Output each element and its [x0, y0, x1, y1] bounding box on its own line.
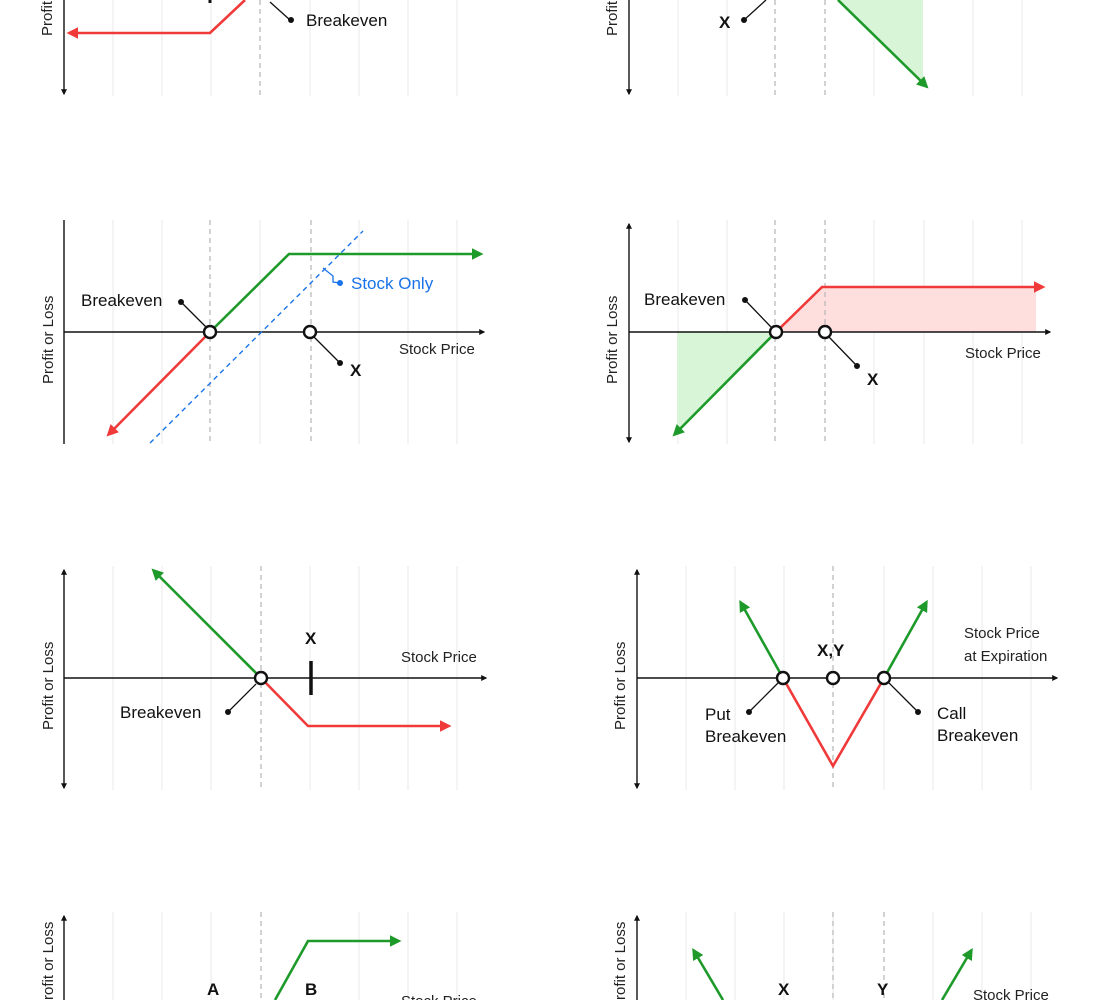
- panel-7: Profit or Loss Stock Price A B: [40, 912, 477, 1000]
- breakeven-dot: [178, 299, 184, 305]
- x-dot: [854, 363, 860, 369]
- breakeven-label: Breakeven: [120, 703, 201, 722]
- breakeven-point: [202, 324, 218, 340]
- y-axis-label: Profit or Loss: [40, 296, 57, 384]
- x-axis-label: Stock Price: [401, 649, 477, 666]
- y-label: Y: [877, 980, 889, 999]
- panel-4: Profit or Loss Stock Price Breakeven X: [604, 220, 1052, 444]
- x-label: X: [719, 13, 731, 32]
- loss-line: [66, 0, 246, 39]
- x-axis-label: Stock Price: [965, 345, 1041, 362]
- profit-line-left: [692, 947, 725, 1000]
- call-leader: [888, 682, 919, 713]
- y-axis-label: Profit or Loss: [612, 642, 629, 730]
- profit-line: [151, 568, 262, 679]
- panel-2: Profit or Loss X: [604, 0, 1023, 96]
- panel-6: Profit or Loss Stock Price at Expiration…: [612, 566, 1059, 790]
- x-dot: [337, 360, 343, 366]
- x-leader: [828, 336, 858, 367]
- grid: [112, 912, 458, 1000]
- x-label: X: [350, 361, 362, 380]
- put-breakeven-point: [775, 670, 791, 686]
- x-axis-label: Stock Price: [973, 987, 1049, 1000]
- a-label: A: [207, 980, 219, 999]
- y-axis-label: Profit or Loss: [40, 642, 57, 730]
- loss-v: [781, 677, 886, 769]
- y-axis-label: Profit or Loss: [40, 922, 57, 1000]
- profit-line: [209, 248, 484, 333]
- x-leader: [313, 336, 341, 364]
- panel-3: Profit or Loss Stock Price Stock Only Br…: [40, 220, 486, 444]
- stock-only-leader: [322, 267, 341, 284]
- put-leader: [748, 682, 779, 713]
- put-breakeven-label: Breakeven: [705, 727, 786, 746]
- call-dot: [915, 709, 921, 715]
- x-axis-label-line1: Stock Price: [964, 625, 1040, 642]
- breakeven-leader: [744, 299, 772, 328]
- y-axis-label: Profit or Loss: [604, 296, 621, 384]
- grid: [677, 0, 1023, 96]
- leader-dot: [288, 17, 294, 23]
- call-label: Call: [937, 704, 966, 723]
- y-axis-label: Profit or Loss: [612, 922, 629, 1000]
- profit-line-right: [882, 599, 928, 679]
- stock-only-dot: [337, 280, 343, 286]
- profit-line: [837, 0, 929, 89]
- breakeven-leader: [227, 683, 257, 713]
- breakeven-label: Breakeven: [306, 11, 387, 30]
- put-dot: [746, 709, 752, 715]
- panel-8: Profit or Loss Stock Price X Y: [612, 912, 1049, 1000]
- put-label: Put: [705, 705, 731, 724]
- x-label: X: [778, 980, 790, 999]
- strike-point: [302, 324, 318, 340]
- breakeven-leader: [180, 301, 207, 328]
- loss-area: [776, 287, 1036, 332]
- x-label: X: [867, 370, 879, 389]
- x-axis-label: Stock Price: [399, 341, 475, 358]
- strike-point: [825, 670, 841, 686]
- loss-line: [775, 281, 1046, 333]
- leader-line: [743, 0, 767, 21]
- profit-line: [672, 331, 777, 437]
- breakeven-label: Breakeven: [81, 291, 162, 310]
- panel-1: Profit or Loss Breakeven: [39, 0, 458, 96]
- profit-line: [273, 935, 402, 1000]
- loss-line: [260, 677, 452, 732]
- strike-point: [817, 324, 833, 340]
- breakeven-dot: [225, 709, 231, 715]
- call-breakeven-label: Breakeven: [937, 726, 1018, 745]
- xy-label: X,Y: [817, 641, 845, 660]
- breakeven-dot: [742, 297, 748, 303]
- leader-dot: [741, 17, 747, 23]
- grid: [112, 0, 458, 96]
- breakeven-point: [768, 324, 784, 340]
- loss-line: [106, 331, 211, 437]
- stock-only-line: [149, 230, 364, 444]
- profit-line-left: [739, 599, 785, 679]
- profit-line-right: [940, 947, 973, 1000]
- y-axis-label: Profit or Loss: [39, 0, 56, 36]
- leader-line: [269, 1, 291, 21]
- x-label: X: [305, 629, 317, 648]
- x-axis-label: Stock Price: [401, 993, 477, 1000]
- b-label: B: [305, 980, 317, 999]
- panel-5: Profit or Loss Stock Price X Breakeven: [40, 566, 488, 790]
- breakeven-label: Breakeven: [644, 290, 725, 309]
- y-axis-label: Profit or Loss: [604, 0, 621, 36]
- breakeven-point: [253, 670, 269, 686]
- x-axis-label-line2: at Expiration: [964, 648, 1047, 665]
- stock-only-label: Stock Only: [351, 274, 434, 293]
- call-breakeven-point: [876, 670, 892, 686]
